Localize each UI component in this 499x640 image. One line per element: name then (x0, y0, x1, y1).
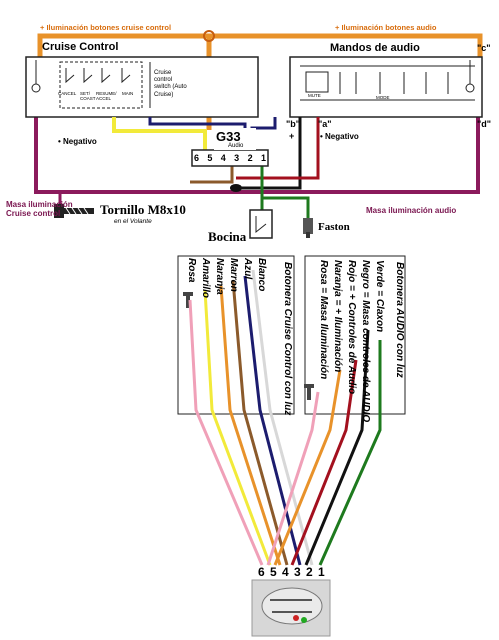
cruise-title: Cruise Control (42, 41, 119, 53)
wire-naranja-right (273, 369, 342, 566)
cruise-switches (31, 60, 151, 108)
g33-pin-6: 6 (194, 153, 200, 163)
g33-pin-2: 2 (247, 153, 253, 163)
audio-wire-rosa: Rosa = Masa Iluminación (318, 260, 329, 380)
cruise-wire-amarillo: Amarillo (200, 258, 211, 299)
g33-pin-3: 3 (234, 153, 240, 163)
wire-marron (231, 279, 289, 566)
bottom-pin-numbers: 6 5 4 3 2 1 (258, 565, 326, 579)
tornillo-label: Tornillo M8x10 (100, 202, 186, 217)
cruise-box-title: Botonera Cruise Control con luz (282, 262, 293, 416)
box-screw-icon-right (304, 384, 314, 400)
point-c: "c" (477, 43, 491, 53)
wire-rosa-left (188, 299, 264, 566)
audio-wire-verde: Verde = Claxon (374, 260, 385, 333)
wire-rosa-right (266, 391, 320, 566)
horn-icon (249, 209, 273, 239)
audio-controls-box (289, 56, 483, 118)
point-d: "d" (477, 119, 492, 129)
black-wire-audio (240, 117, 302, 190)
audio-wire-rojo: Rojo = + Controles de Audio (346, 260, 357, 395)
g33-pin-5: 5 (207, 153, 213, 163)
cruise-wire-azul: Azul (242, 258, 253, 280)
g33-pins: 6 5 4 3 2 1 (194, 153, 266, 163)
audio-wire-naranja: Naranja = + Iluminación (332, 260, 343, 373)
plus-sign: + (289, 131, 295, 141)
g33-label: G33 (216, 129, 241, 144)
brown-wire (190, 166, 234, 184)
faston-label: Faston (318, 221, 350, 233)
wire-azul (243, 275, 302, 566)
g33-pin-1: 1 (260, 153, 266, 163)
btn-resume: RESUME/ ACCEL (96, 91, 117, 101)
screw-icon (54, 204, 94, 218)
audio-box-title: Botonera AUDIO con luz (394, 262, 405, 378)
faston-icon (303, 218, 313, 234)
cruise-wire-blanco: Blanco (256, 258, 267, 292)
audio-title: Mandos de audio (330, 42, 420, 54)
wire-amarillo (203, 289, 272, 566)
ground-node (230, 184, 242, 192)
cruise-switch-note: Cruise control switch (Auto Cruise) (154, 70, 187, 98)
masa-audio: Masa iluminación audio (366, 206, 457, 215)
btn-main: MAIN (122, 91, 134, 96)
btn-cancel: CANCEL (58, 91, 77, 96)
btn-mute: MUTE (308, 93, 321, 98)
volante-label: en el Volante (114, 218, 152, 225)
point-b: "b" (286, 119, 301, 129)
orange-junction (203, 30, 215, 42)
g33-pin-4: 4 (220, 153, 226, 163)
bocina-label: Bocina (208, 229, 247, 244)
negativo-left: • Negativo (58, 137, 97, 146)
cruise-wire-rosa: Rosa (186, 258, 197, 283)
cruise-wire-marron: Marron (228, 258, 239, 292)
audio-switches (300, 60, 475, 101)
orange-illumination-wire (37, 33, 483, 57)
btn-mode: MODE (376, 95, 390, 100)
audio-wire-negro: Negro = Masa controles de AUDIO (360, 260, 371, 423)
wire-naranja (219, 285, 282, 566)
top-right-note: + Iluminación botones audio (335, 23, 437, 32)
g33-sub: Audio (228, 143, 244, 149)
purple-mass-wire (34, 117, 480, 194)
audio-button-box (304, 255, 406, 415)
wire-blanco (251, 269, 314, 566)
top-left-note: + Iluminación botones cruise control (40, 23, 172, 32)
cruise-button-box (177, 255, 295, 415)
green-wire-faston (262, 196, 310, 220)
box-screw-icon-left (183, 292, 193, 308)
wire-negro (304, 329, 370, 566)
cruise-wire-naranja: Naranja (214, 258, 225, 295)
wire-verde (318, 340, 382, 566)
negativo-right: • Negativo (320, 132, 359, 141)
masa-left: Masa iluminación Cruise control (6, 200, 73, 219)
wire-rojo (290, 359, 358, 566)
point-a: "a" (318, 119, 332, 129)
yellow-wire-top (112, 117, 207, 150)
btn-set: SET/ COAST (80, 91, 96, 101)
